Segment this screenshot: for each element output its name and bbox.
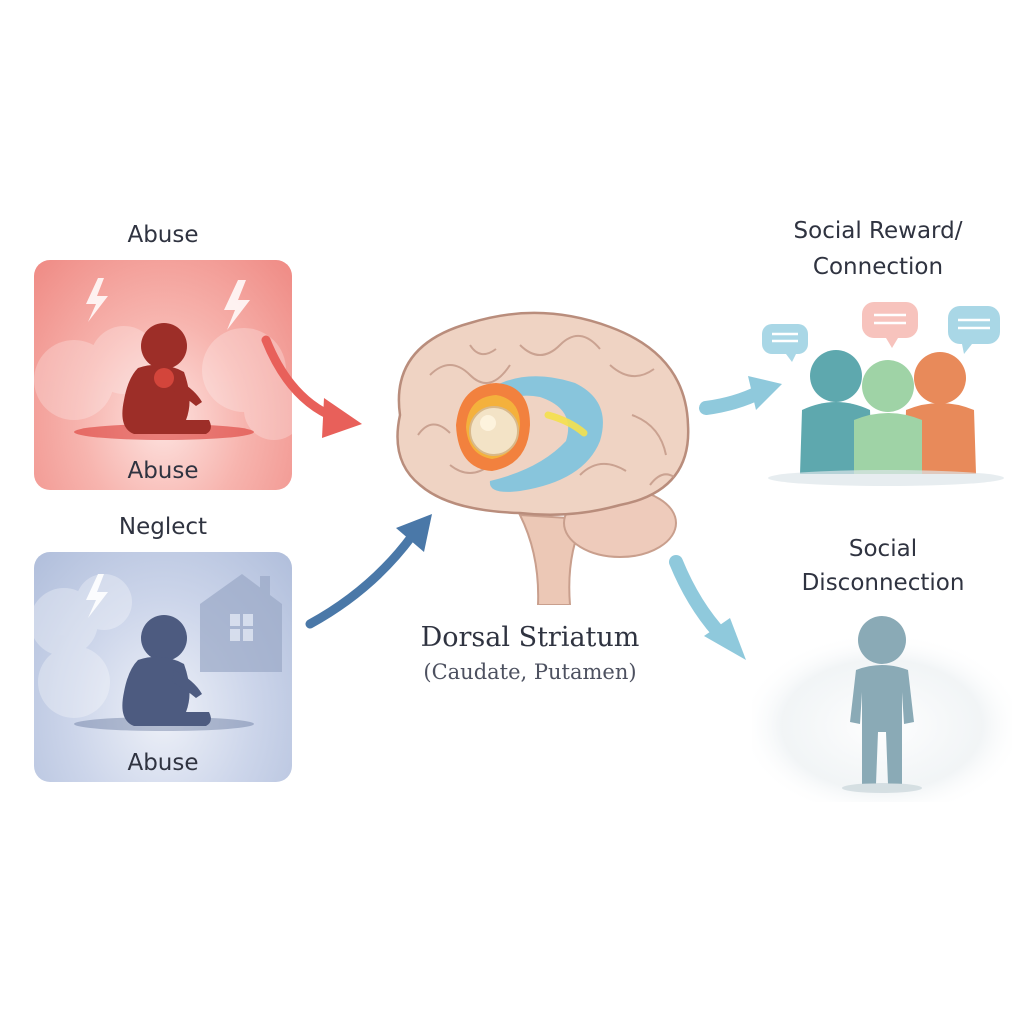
lightning-icon	[224, 280, 250, 330]
reward-label-line2: Connection	[812, 254, 944, 280]
abuse-arrow-head	[322, 398, 362, 438]
speech-bubble-icon	[862, 302, 918, 348]
neglect-caption: Abuse	[127, 750, 199, 776]
lightning-icon	[86, 574, 108, 618]
neglect-arrow-head	[396, 514, 432, 552]
reward-arrow-head	[748, 376, 782, 410]
lightning-icon	[86, 278, 108, 322]
neglect-panel: Abuse	[34, 552, 292, 782]
speech-bubble-icon	[948, 306, 1000, 354]
cloud-shapes	[34, 574, 132, 718]
abuse-heading: Abuse	[127, 222, 199, 248]
disconnection-label-line2: Disconnection	[801, 570, 965, 596]
child-figure	[122, 615, 211, 726]
window-shape	[230, 614, 253, 641]
person-icon	[854, 360, 922, 474]
speech-bubble-icon	[762, 324, 808, 362]
person-icon	[850, 616, 914, 784]
neglect-heading: Neglect	[118, 514, 208, 540]
caudate-region	[480, 376, 603, 492]
region-subtitle: (Caudate, Putamen)	[423, 660, 637, 684]
globus-pallidus	[469, 406, 519, 456]
group-illustration	[762, 302, 1004, 486]
reward-label-line1: Social Reward/	[793, 218, 963, 244]
reward-arrow	[699, 385, 767, 415]
region-title: Dorsal Striatum	[420, 622, 640, 653]
abuse-caption: Abuse	[127, 458, 199, 484]
disconnection-arrow-head	[704, 618, 746, 660]
brain-illustration	[396, 311, 690, 605]
disconnection-label-line1: Social	[848, 536, 918, 562]
child-figure	[122, 323, 211, 434]
cerebrum	[396, 311, 690, 517]
house-icon	[200, 574, 282, 672]
isolated-person-illustration	[752, 616, 1012, 802]
neglect-arrow	[305, 531, 417, 629]
